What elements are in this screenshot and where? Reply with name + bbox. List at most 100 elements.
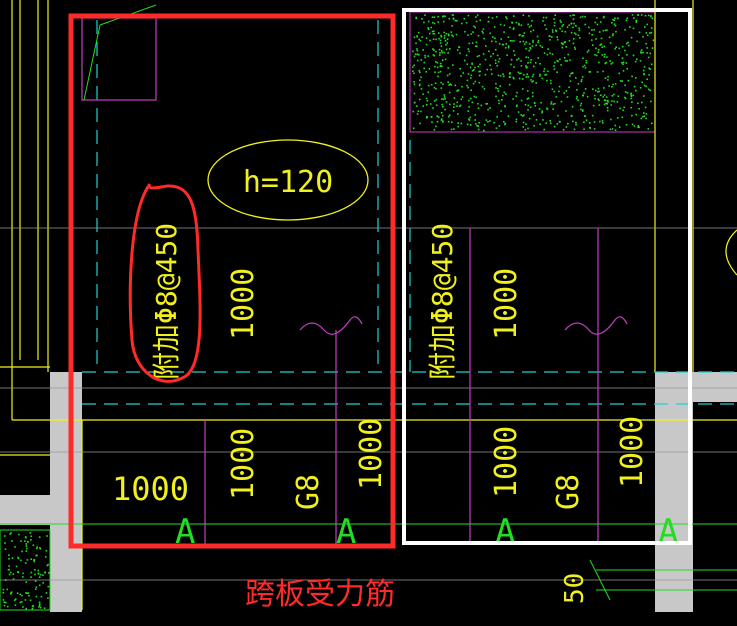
hatch-dot — [491, 40, 493, 43]
hatch-dot — [624, 29, 626, 31]
hatch-dot — [536, 35, 539, 38]
hatch-dot — [593, 94, 596, 97]
hatch-dot — [477, 125, 480, 127]
hatch-dot — [527, 127, 529, 130]
hatch-dot — [495, 95, 497, 98]
hatch-dot — [506, 54, 508, 56]
hatch-dot — [19, 601, 22, 604]
hatch-dot — [496, 54, 499, 57]
hatch-dot — [535, 119, 538, 121]
hatch-dot — [569, 75, 571, 77]
hatch-dot — [433, 16, 436, 18]
hatch-dot — [454, 19, 457, 22]
hatch-dot — [603, 94, 606, 96]
hatch-dot — [527, 56, 530, 59]
hatch-dot — [637, 125, 640, 127]
hatch-dot — [520, 99, 523, 102]
hatch-dot — [542, 16, 545, 19]
hatch-dot — [575, 25, 577, 27]
hatch-dot — [591, 29, 593, 31]
hatch-dot — [501, 43, 504, 46]
hatch-dot — [2, 591, 5, 594]
hatch-dot — [534, 62, 537, 64]
hatch-dot — [444, 15, 446, 18]
hatch-dot — [537, 41, 539, 44]
hatch-dot — [549, 52, 551, 55]
hatch-dot — [436, 61, 439, 64]
hatch-dot — [419, 79, 421, 81]
hatch-dot — [509, 72, 511, 74]
hatch-dot — [492, 36, 494, 38]
hatch-dot — [452, 14, 454, 16]
hatch-dot — [435, 50, 437, 53]
hatch-dot — [611, 61, 614, 64]
hatch-dot — [602, 16, 605, 19]
hatch-dot — [489, 107, 491, 109]
hatch-dot — [518, 72, 521, 75]
hatch-dot — [622, 109, 624, 112]
hatch-dot — [553, 68, 556, 70]
hatch-dot — [11, 540, 13, 542]
hatch-dot — [564, 41, 566, 43]
hatch-dot — [577, 34, 580, 37]
hatch-dot — [477, 65, 480, 68]
hatch-dot — [621, 62, 623, 64]
hatch-dot — [579, 37, 581, 39]
hatch-dot — [642, 35, 644, 38]
hatch-dot — [30, 576, 32, 578]
hatch-dot — [464, 30, 466, 33]
hatch-dot — [492, 52, 494, 55]
hatch-dot — [496, 116, 498, 118]
hatch-dot — [467, 73, 470, 75]
hatch-dot — [542, 20, 544, 22]
hatch-dot — [443, 96, 446, 98]
hatch-dot — [605, 99, 607, 102]
hatch-dot — [565, 110, 567, 112]
hatch-dot — [490, 68, 492, 71]
hatch-dot — [461, 22, 463, 25]
hatch-dot — [471, 70, 474, 72]
hatch-dot — [565, 90, 568, 92]
hatch-dot — [489, 120, 491, 122]
hatch-dot — [497, 60, 500, 63]
hatch-dot — [646, 78, 648, 80]
hatch-dot — [28, 594, 30, 597]
hatch-dot — [513, 66, 515, 68]
hatch-dot — [559, 58, 561, 61]
rebar-note-left: 附加Φ8@450 — [150, 223, 183, 380]
hatch-dot — [19, 593, 21, 596]
hatch-dot — [439, 65, 442, 67]
hatch-dot — [565, 46, 567, 48]
hatch-dot — [563, 57, 566, 59]
hatch-dot — [413, 81, 415, 83]
hatch-dot — [647, 128, 650, 130]
hatch-dot — [543, 68, 546, 70]
hatch-dot — [458, 46, 460, 48]
hatch-dot — [418, 38, 420, 41]
hatch-dot — [45, 592, 48, 594]
hatch-dot — [528, 15, 530, 17]
hatch-dot — [4, 548, 7, 550]
hatch-dot — [573, 14, 575, 16]
hatch-dot — [577, 83, 580, 85]
hatch-dot — [560, 100, 563, 103]
hatch-dot — [553, 24, 556, 27]
hatch-dot — [569, 59, 571, 61]
hatch-dot — [448, 84, 450, 86]
hatch-dot — [440, 34, 442, 37]
hatch-dot — [619, 107, 621, 110]
hatch-dot — [525, 56, 527, 58]
hatch-dot — [435, 98, 438, 101]
hatch-dot — [525, 123, 527, 125]
hatch-dot — [477, 102, 479, 105]
hatch-dot — [15, 565, 18, 568]
hatch-dot — [443, 51, 445, 54]
hatch-dot — [45, 550, 48, 552]
hatch-dot — [522, 115, 524, 117]
hatch-dot — [575, 121, 577, 124]
hatch-dot — [556, 38, 559, 41]
hatch-dot — [463, 17, 466, 20]
hatch-dot — [35, 586, 38, 588]
hatch-dot — [607, 99, 609, 102]
hatch-dot — [527, 76, 530, 78]
